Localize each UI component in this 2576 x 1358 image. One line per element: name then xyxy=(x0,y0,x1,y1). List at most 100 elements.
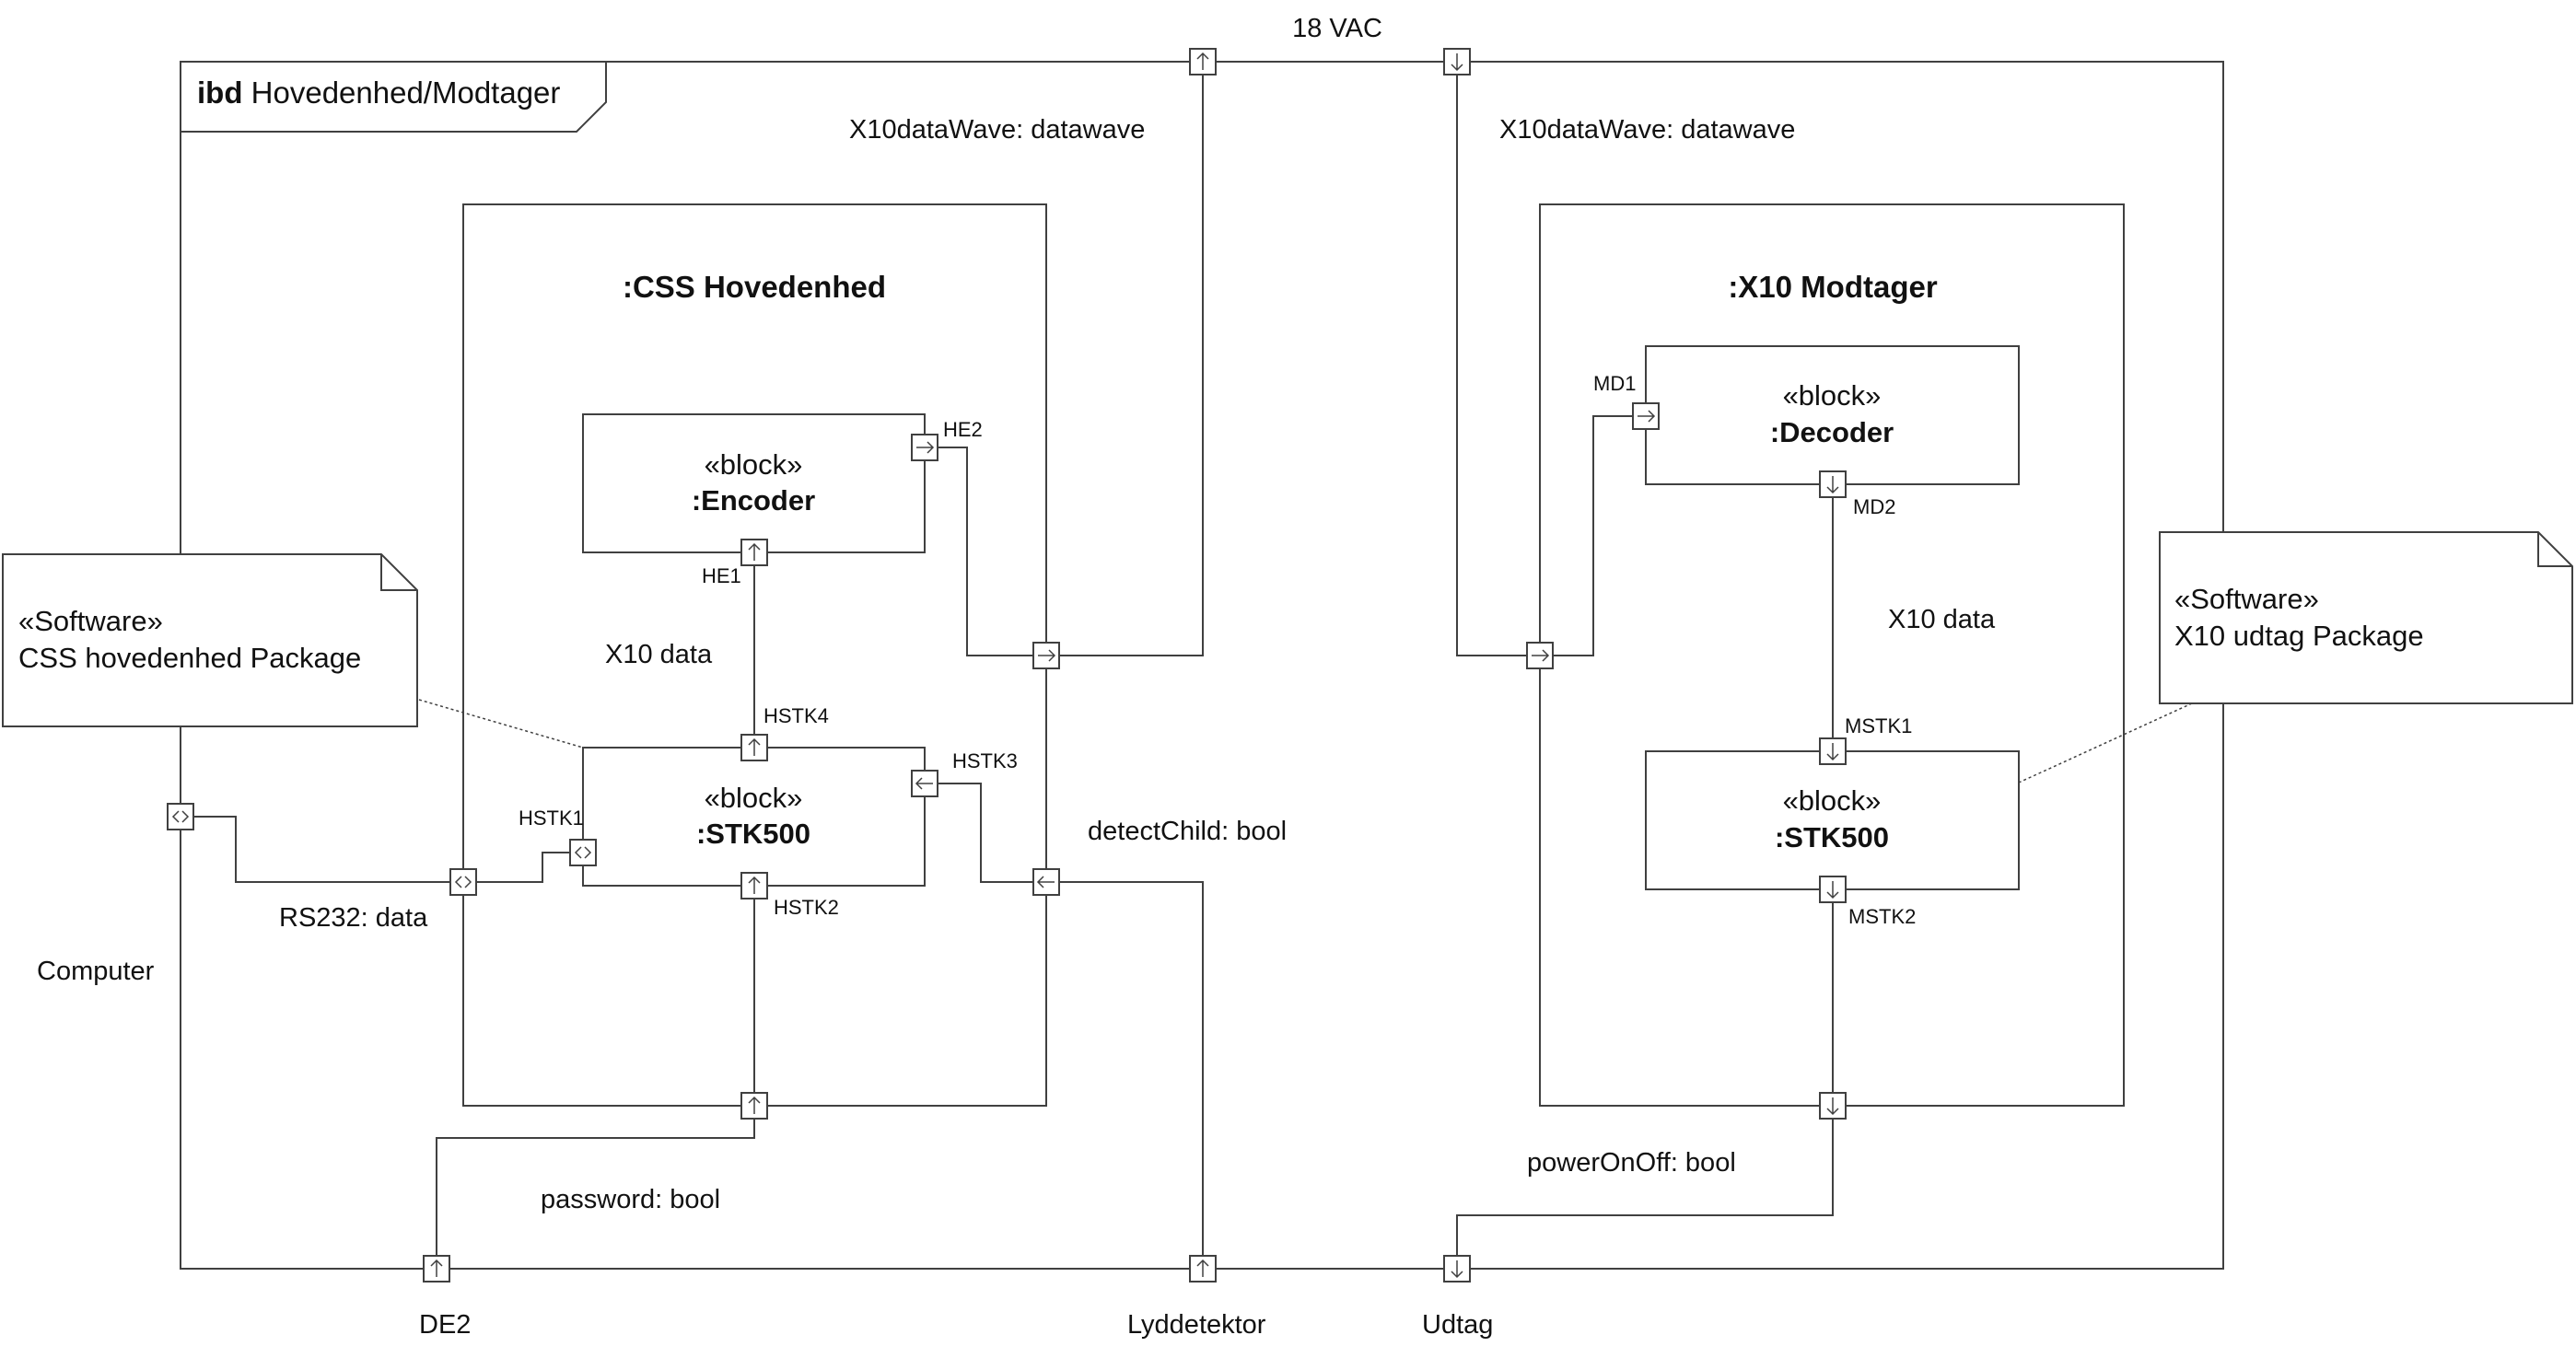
note-fold-icon xyxy=(380,554,417,591)
arrow-down-icon xyxy=(1451,1260,1463,1279)
connector-password xyxy=(436,1119,755,1256)
note-x10-software-line2: X10 udtag Package xyxy=(2174,620,2424,652)
port-hstk1[interactable] xyxy=(569,839,597,866)
block-stk500-x10[interactable]: «block» :STK500 xyxy=(1645,750,2020,890)
flow-label-password: password: bool xyxy=(541,1185,720,1214)
frame-title: ibd Hovedenhed/Modtager xyxy=(197,75,560,110)
arrow-right-icon xyxy=(1532,649,1550,662)
port-label-md2: MD2 xyxy=(1853,495,1895,518)
flow-label-detectchild: detectChild: bool xyxy=(1088,817,1287,846)
port-frame-18vac-right[interactable] xyxy=(1443,48,1471,75)
note-anchor-css xyxy=(418,699,584,749)
port-hstk4[interactable] xyxy=(740,734,768,761)
frame-title-tab xyxy=(181,62,607,133)
note-x10-software[interactable]: «Software» X10 udtag Package xyxy=(2159,531,2573,704)
connector-he2 xyxy=(938,447,1033,656)
arrow-bidirectional-icon xyxy=(454,876,472,888)
note-x10-software-line1: «Software» xyxy=(2174,583,2319,615)
connector-rs232-inner xyxy=(476,852,570,883)
arrow-right-icon xyxy=(916,441,935,454)
external-label-computer: Computer xyxy=(37,957,155,986)
port-x10-datawave[interactable] xyxy=(1526,642,1554,669)
external-label-de2: DE2 xyxy=(419,1310,471,1340)
port-label-hstk2: HSTK2 xyxy=(774,896,839,919)
port-frame-udtag[interactable] xyxy=(1443,1255,1471,1283)
flow-label-x10data-left: X10 data xyxy=(605,640,713,669)
port-frame-lyddetektor[interactable] xyxy=(1189,1255,1217,1283)
connector-datawave-right xyxy=(1456,74,1529,656)
port-frame-de2[interactable] xyxy=(423,1255,450,1283)
port-label-mstk1: MSTK1 xyxy=(1845,714,1912,737)
block-encoder-border xyxy=(582,413,926,553)
arrow-up-icon xyxy=(430,1259,443,1277)
connector-md1 xyxy=(1553,415,1633,656)
arrow-down-icon xyxy=(1451,53,1463,72)
port-mstk2[interactable] xyxy=(1819,876,1847,903)
arrow-right-icon xyxy=(1038,649,1056,662)
external-labels: Computer DE2 Lyddetektor Udtag xyxy=(37,957,1493,1340)
port-label-he1: HE1 xyxy=(702,564,741,587)
port-he1[interactable] xyxy=(740,539,768,566)
flow-label-poweronoff: powerOnOff: bool xyxy=(1527,1148,1736,1178)
port-labels: HE2 HE1 HSTK4 HSTK3 HSTK1 HSTK2 MD1 MD2 … xyxy=(519,372,1916,928)
note-css-software-line2: CSS hovedenhed Package xyxy=(18,642,361,674)
ports xyxy=(167,48,1847,1283)
block-decoder-stereotype: «block» xyxy=(1783,379,1882,412)
connectors xyxy=(192,74,2193,1256)
port-hstk3[interactable] xyxy=(911,770,938,797)
port-frame-computer[interactable] xyxy=(167,803,194,830)
block-decoder[interactable]: «block» :Decoder xyxy=(1645,345,2020,485)
port-md1[interactable] xyxy=(1632,402,1660,430)
block-stk500-x10-border xyxy=(1645,750,2020,890)
port-md2[interactable] xyxy=(1819,470,1847,498)
port-he2[interactable] xyxy=(911,434,938,461)
block-decoder-name: :Decoder xyxy=(1770,416,1894,448)
connector-hstk3 xyxy=(938,783,1033,883)
port-css-detectchild[interactable] xyxy=(1032,868,1060,896)
port-label-hstk3: HSTK3 xyxy=(952,749,1018,772)
flow-labels: 18 VAC X10dataWave: datawave X10dataWave… xyxy=(279,14,1996,1214)
note-fold-icon xyxy=(2537,532,2572,567)
flow-label-rs232: RS232: data xyxy=(279,903,428,933)
port-label-mstk2: MSTK2 xyxy=(1848,905,1916,928)
port-css-datawave[interactable] xyxy=(1032,642,1060,669)
port-label-he2: HE2 xyxy=(943,418,983,441)
port-css-rs232[interactable] xyxy=(449,868,477,896)
arrow-left-icon xyxy=(915,777,933,790)
arrow-up-icon xyxy=(1196,1259,1209,1277)
port-label-hstk4: HSTK4 xyxy=(763,704,829,727)
arrow-down-icon xyxy=(1826,1097,1839,1116)
arrow-down-icon xyxy=(1826,743,1839,761)
block-stk500-css[interactable]: «block» :STK500 xyxy=(582,747,926,887)
block-encoder[interactable]: «block» :Encoder xyxy=(582,413,926,553)
port-label-md1: MD1 xyxy=(1593,372,1636,395)
arrow-up-icon xyxy=(748,1096,761,1114)
part-css-hovedenhed[interactable]: :CSS Hovedenhed xyxy=(462,203,1047,1107)
block-stk500-x10-name: :STK500 xyxy=(1775,821,1889,853)
flow-label-power: 18 VAC xyxy=(1292,14,1382,43)
arrow-up-icon xyxy=(1196,52,1209,70)
arrow-right-icon xyxy=(1638,410,1656,423)
block-stk500-x10-stereotype: «block» xyxy=(1783,784,1882,817)
port-css-password[interactable] xyxy=(740,1092,768,1120)
connector-detectchild xyxy=(1059,881,1204,1256)
port-x10-poweronoff[interactable] xyxy=(1819,1092,1847,1120)
block-stk500-css-border xyxy=(582,747,926,887)
connector-datawave-left xyxy=(1059,74,1204,656)
port-hstk2[interactable] xyxy=(740,872,768,900)
block-stk500-css-name: :STK500 xyxy=(696,818,810,850)
flow-label-x10data-right: X10 data xyxy=(1888,605,1996,634)
note-anchor-x10 xyxy=(2018,702,2193,783)
port-mstk1[interactable] xyxy=(1819,737,1847,765)
block-stk500-css-stereotype: «block» xyxy=(705,782,803,814)
note-css-software[interactable]: «Software» CSS hovedenhed Package xyxy=(2,553,418,727)
arrow-up-icon xyxy=(748,876,761,894)
part-x10-modtager-name: :X10 Modtager xyxy=(1728,270,1938,304)
arrow-bidirectional-icon xyxy=(574,846,592,859)
note-css-software-shape xyxy=(2,553,418,727)
port-label-hstk1: HSTK1 xyxy=(519,807,584,830)
frame-name: Hovedenhed/Modtager xyxy=(251,75,561,110)
connector-poweronoff xyxy=(1456,1119,1834,1256)
port-frame-18vac-left[interactable] xyxy=(1189,48,1217,75)
